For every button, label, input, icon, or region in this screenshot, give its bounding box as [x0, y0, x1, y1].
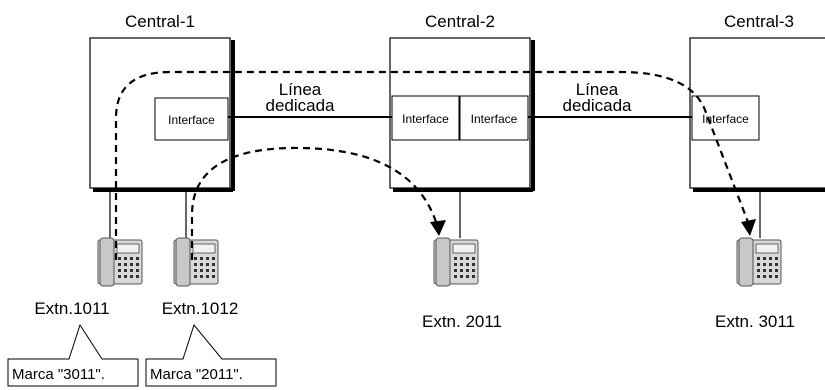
arrowhead-3011 — [741, 219, 756, 236]
interface-label: Interface — [471, 112, 518, 126]
phone-icon — [97, 237, 143, 287]
extn-3011-label: Extn. 3011 — [715, 312, 795, 331]
phone-icon — [736, 237, 782, 287]
interface-box-c3: Interface — [691, 95, 760, 141]
call-path-1012-to-2011 — [190, 146, 438, 260]
interface-box-c2-right: Interface — [459, 95, 529, 141]
dedicated-line-1-label-line2: dedicada — [265, 96, 335, 115]
central-2-label: Central-2 — [425, 12, 495, 31]
callout-1011-text: Marca "3011". — [12, 366, 105, 383]
callout-1012: Marca "2011". — [145, 323, 277, 387]
extn-1012-label: Extn.1012 — [162, 299, 239, 318]
callout-1011: Marca "3011". — [7, 323, 139, 387]
callout-1012-text: Marca "2011". — [150, 366, 243, 383]
dedicated-line-2-label-line1: Línea — [576, 80, 619, 99]
interface-label: Interface — [168, 113, 215, 127]
dedicated-line-2-label-line2: dedicada — [562, 96, 632, 115]
interface-label: Interface — [402, 112, 449, 126]
extn-2011-label: Extn. 2011 — [422, 312, 502, 331]
interface-label: Interface — [702, 112, 749, 126]
arrowhead-2011 — [430, 220, 446, 236]
call-path-1011-to-3011 — [114, 70, 750, 260]
dedicated-line-1-label-line1: Línea — [279, 80, 322, 99]
central-3-label: Central-3 — [724, 12, 794, 31]
phone-icon — [173, 237, 219, 287]
central-1-label: Central-1 — [125, 12, 195, 31]
interface-box-c2-left: Interface — [391, 95, 460, 141]
phone-icon — [433, 237, 479, 287]
interface-box-c1: Interface — [154, 97, 229, 141]
extn-1011-label: Extn.1011 — [34, 299, 109, 318]
